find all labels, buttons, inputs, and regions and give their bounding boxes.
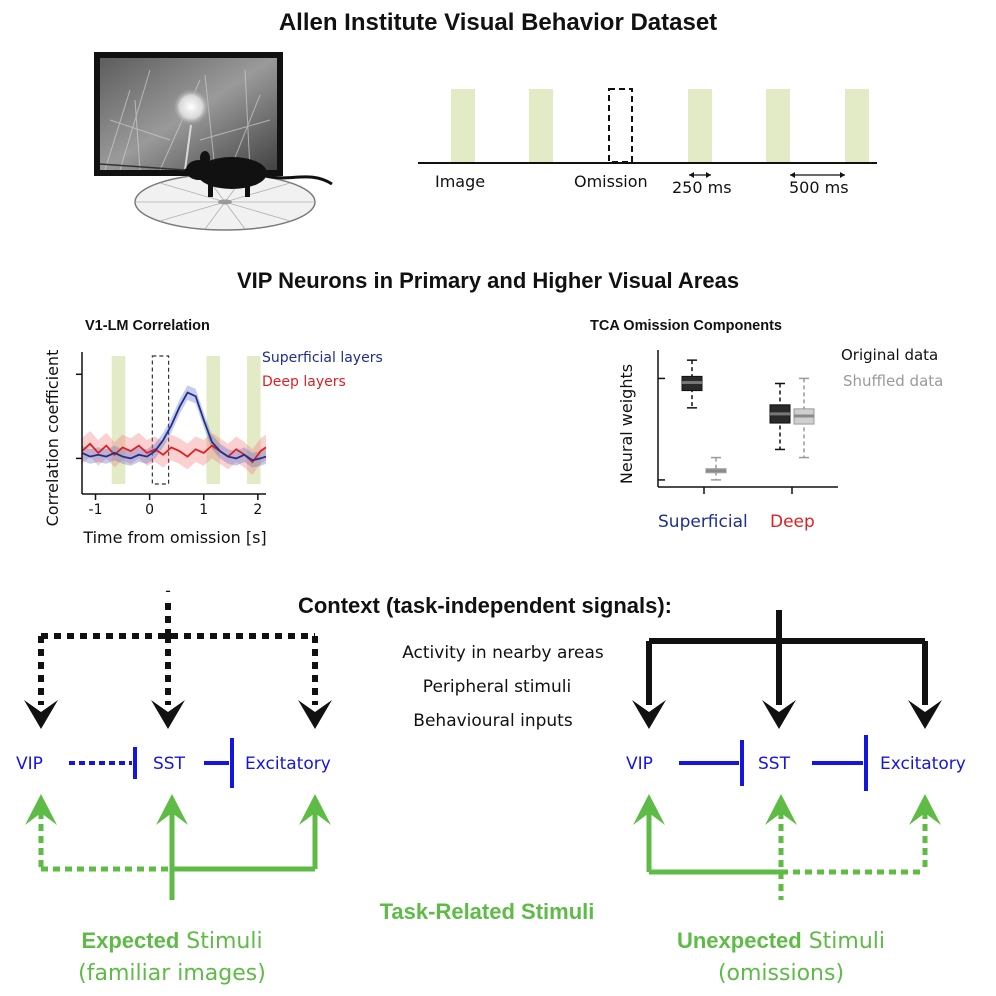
context-title: Context (task-independent signals): (298, 593, 672, 618)
context-input-1: Activity in nearby areas (402, 643, 604, 663)
right-stimulus-arrowheads (633, 794, 941, 825)
legend-original: Original data (841, 346, 938, 364)
category-superficial: Superficial (658, 512, 748, 532)
right-sst-label: SST (758, 754, 791, 774)
legend-shuffled: Shuffled data (843, 372, 943, 390)
band-1 (82, 430, 266, 475)
stimulus-window-2 (247, 356, 261, 484)
tca-omission-chart: TCA Omission Components Neural weights O… (590, 318, 943, 532)
x-tick-label-2: 1 (199, 502, 208, 518)
left-context-arrowheads (24, 700, 332, 729)
v1-lm-correlation-chart: V1-LM Correlation Correlation coefficien… (43, 318, 383, 547)
band-0 (82, 385, 266, 468)
left-sst-label: SST (153, 754, 186, 774)
omission-label: Omission (574, 172, 648, 191)
stimulus-window-1 (206, 356, 220, 484)
left-stimulus-arrowheads (25, 794, 331, 825)
legend-deep: Deep layers (262, 374, 346, 390)
omission-window (151, 355, 170, 485)
main-title: Allen Institute Visual Behavior Dataset (279, 9, 717, 36)
legend-superficial: Superficial layers (262, 350, 383, 366)
expected-stimuli-sublabel: (familiar images) (78, 961, 266, 986)
expected-stimuli-label: Expected Stimuli (81, 928, 262, 954)
context-input-2: Peripheral stimuli (423, 677, 571, 697)
task-related-title: Task-Related Stimuli (380, 899, 595, 924)
category-deep: Deep (770, 512, 815, 532)
image-label: Image (435, 172, 485, 191)
x-tick-label-0: -1 (89, 502, 103, 518)
omission-box (608, 88, 633, 163)
right-exc-label: Excitatory (880, 754, 966, 774)
right-context-arrows (646, 610, 928, 705)
right-vip-label: VIP (626, 754, 653, 774)
right-circuit: VIP SST Excitatory (626, 735, 966, 791)
image-flash-6 (845, 89, 869, 162)
short-duration-label: 250 ms (672, 178, 732, 197)
line-chart-title: V1-LM Correlation (85, 318, 210, 334)
right-context-arrowheads (632, 700, 942, 729)
stimulus-timeline: Image Omission 250 ms 500 ms (418, 88, 877, 197)
minus-sign: - (165, 581, 171, 600)
series-line-0 (81, 391, 267, 462)
box-chart-title: TCA Omission Components (590, 318, 782, 334)
image-flash-5 (766, 89, 790, 162)
unexpected-stimuli-sublabel: (omissions) (718, 961, 844, 986)
line-chart-ylabel: Correlation coefficient (43, 350, 62, 527)
left-circuit: VIP SST Excitatory (16, 738, 331, 788)
left-exc-label: Excitatory (245, 754, 331, 774)
long-duration-label: 500 ms (789, 178, 849, 197)
x-tick-label-1: 0 (145, 502, 154, 518)
box-chart-ylabel: Neural weights (617, 364, 636, 484)
stimulus-window-0 (111, 356, 126, 484)
grass-texture (104, 69, 271, 171)
image-flash-1 (451, 89, 475, 162)
left-context-arrows (38, 603, 318, 705)
line-chart-xlabel: Time from omission [s] (82, 528, 266, 547)
vip-section-title: VIP Neurons in Primary and Higher Visual… (237, 268, 739, 293)
image-flash-4 (688, 89, 712, 162)
context-input-3: Behavioural inputs (413, 711, 573, 731)
x-tick-label-3: 2 (253, 502, 262, 518)
image-flash-2 (529, 89, 553, 162)
right-stimulus-arrows (646, 812, 928, 900)
flower-icon (172, 88, 210, 126)
unexpected-stimuli-label: Unexpected Stimuli (677, 928, 885, 954)
left-stimulus-arrows (38, 812, 318, 900)
mouse-tail (265, 174, 333, 186)
left-vip-label: VIP (16, 754, 43, 774)
mouse-screen-illustration (94, 52, 333, 231)
